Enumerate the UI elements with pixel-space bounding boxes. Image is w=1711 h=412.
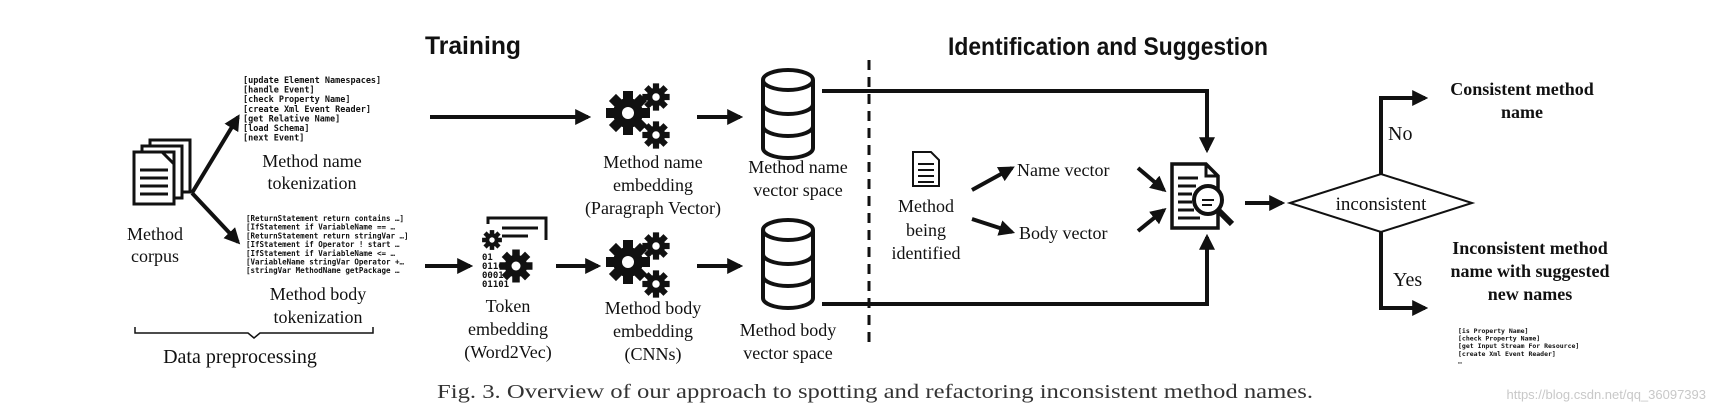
name-vector-label: Name vector <box>1017 160 1109 180</box>
name-embedding-line1: Method name <box>603 152 702 172</box>
body-database-icon <box>761 218 815 310</box>
document-icon <box>912 151 940 187</box>
body-token-list: [ReturnStatement return contains …][IfSt… <box>246 214 409 275</box>
body-token: [ReturnStatement return contains …] <box>246 214 404 223</box>
body-space-line2: vector space <box>743 343 832 363</box>
token-embedding-line1: Token <box>486 296 531 316</box>
name-token: [check Property Name] <box>243 95 350 105</box>
name-database-icon <box>761 68 815 160</box>
body-vector-label: Body vector <box>1019 223 1107 243</box>
name-token: [get Relative Name] <box>243 113 340 124</box>
arrow-to-body-tokens <box>190 191 241 245</box>
body-gears-icon <box>606 232 670 297</box>
body-embedding-line1: Method body <box>605 298 702 318</box>
name-space-line2: vector space <box>753 180 842 200</box>
method-identified-line1: Method <box>898 196 954 216</box>
watermark: https://blog.csdn.net/qq_36097393 <box>1507 387 1707 402</box>
figure-caption: Fig. 3. Overview of our approach to spot… <box>437 381 1313 403</box>
arrow-yes-branch <box>1379 232 1429 316</box>
body-token: [ReturnStatement return stringVar …] <box>246 231 409 240</box>
preprocessing-label: Data preprocessing <box>163 346 317 368</box>
method-identified-line2: being <box>906 220 946 240</box>
body-embedding-line3: (CNNs) <box>625 344 682 365</box>
name-tokenization-line2: tokenization <box>268 173 357 193</box>
suggested-name: [is Property Name] <box>1458 327 1528 335</box>
body-token: [IfStatement if VariableName <= … <box>246 249 395 258</box>
name-token: [create Xml Event Reader] <box>243 105 371 115</box>
consistent-result-line2: name <box>1501 102 1543 122</box>
documents-stack-icon <box>132 138 192 206</box>
body-tokenization-line1: Method body <box>270 284 367 304</box>
body-space-line1: Method body <box>740 320 837 340</box>
suggested-name: [get Input Stream For Resource] <box>1458 342 1579 350</box>
corpus-label-line1: Method <box>127 224 183 244</box>
arrow-to-name-vector <box>971 166 1015 192</box>
document-search-icon <box>1170 162 1235 230</box>
inconsistent-result-line2: name with suggested <box>1450 261 1609 281</box>
arrow-no-branch <box>1379 90 1429 174</box>
suggested-name: [check Property Name] <box>1458 335 1540 343</box>
binary-line: 0110 <box>482 262 504 272</box>
binary-line: 0001 <box>482 271 504 281</box>
training-heading: Training <box>425 32 521 60</box>
name-token: [load Schema] <box>243 124 310 134</box>
body-token: [stringVar MethodName getPackage … <box>246 266 400 275</box>
body-token: [VariableName stringVar Operator +… <box>246 258 405 267</box>
inconsistent-result-line1: Inconsistent method <box>1452 238 1608 258</box>
name-token: [next Event] <box>243 134 304 144</box>
arrow-body-vector-to-search <box>1136 207 1167 233</box>
decision-label: inconsistent <box>1336 194 1427 215</box>
inconsistent-result-line3: new names <box>1488 284 1573 304</box>
arrow-to-body-vector <box>971 217 1016 236</box>
yes-label: Yes <box>1393 269 1422 291</box>
method-identified-line3: identified <box>892 243 961 263</box>
name-embedding-line2: embedding <box>613 175 693 195</box>
body-token: [IfStatement if VariableName == … <box>246 223 395 232</box>
corpus-label-line2: corpus <box>131 246 179 266</box>
preprocessing-brace <box>134 327 374 339</box>
body-tokenization-line2: tokenization <box>274 307 363 327</box>
binary-line: 01101 <box>482 280 509 290</box>
name-gears-icon <box>606 83 670 148</box>
name-token-list: [update Element Namespaces][handle Event… <box>243 76 381 144</box>
name-embedding-line3: (Paragraph Vector) <box>585 198 721 219</box>
name-token: [update Element Namespaces] <box>243 76 381 86</box>
suggested-name: … <box>1458 357 1462 365</box>
token-embedding-line2: embedding <box>468 319 548 339</box>
arrow-name-vector-to-search <box>1136 166 1167 193</box>
body-token: [IfStatement if Operator ! start … <box>246 240 400 249</box>
arrow-to-name-tokens <box>190 114 240 195</box>
identification-heading: Identification and Suggestion <box>948 33 1268 61</box>
suggested-names-list: [is Property Name][check Property Name][… <box>1458 327 1579 365</box>
binary-line: 01 <box>482 253 493 263</box>
connector-name-space <box>822 89 1215 154</box>
no-label: No <box>1388 123 1412 145</box>
consistent-result-line1: Consistent method <box>1450 79 1594 99</box>
suggested-name: [create Xml Event Reader] <box>1458 350 1556 358</box>
token-embedding-line3: (Word2Vec) <box>464 342 552 363</box>
name-token: [handle Event] <box>243 86 315 96</box>
name-tokenization-line1: Method name <box>262 151 361 171</box>
body-embedding-line2: embedding <box>613 321 693 341</box>
decision-diamond <box>1286 172 1476 234</box>
name-space-line1: Method name <box>748 157 847 177</box>
connector-body-space <box>822 233 1215 306</box>
